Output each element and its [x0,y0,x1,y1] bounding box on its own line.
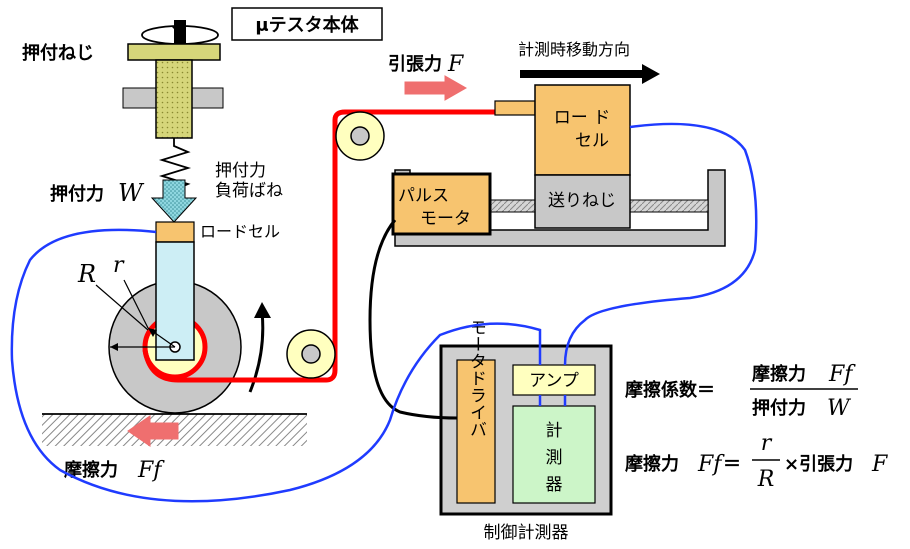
feed-screw-label: 送りねじ [548,191,616,211]
right-load-cell-tip [494,100,536,116]
formula1-numerator: 摩擦力 [752,363,806,385]
meter-box [512,405,596,504]
formula2-left: 摩擦力 [625,453,679,475]
pull-wire [142,109,495,383]
formula2-numerator: r [761,431,773,456]
right-load-cell-label-1: ロー ド [554,108,610,128]
radius-r-leader [123,279,149,329]
radius-R-leader [95,284,149,331]
formula2-equals: ＝ [723,454,741,475]
radius-r-label: r [113,253,125,278]
right-load-cell [534,84,631,176]
radius-R-label: R [77,260,96,288]
formula1-denominator-symbol: W [827,396,852,421]
right-load-cell-cable [563,122,758,366]
move-direction-arrow-icon [520,64,660,84]
formula2-denominator: R [757,467,775,492]
meter-label-2: 測 [546,448,563,468]
pulse-motor [391,172,492,236]
pull-force-label: 引張力 [388,54,442,75]
formula1-numerator-symbol: Ff [828,362,856,387]
title-label: μテスタ本体 [255,14,359,36]
left-load-cell-label: ロードセル [200,222,280,241]
press-force-symbol: W [118,179,145,207]
formula1-denominator: 押付力 [752,397,806,419]
motor-driver-label: モータドライバ [466,319,486,438]
friction-coefficient-formula: 摩擦係数＝ 摩擦力 Ff 押付力 W [625,362,858,421]
move-direction-label: 計測時移動方向 [518,40,630,59]
screw-body [155,59,193,139]
right-load-cell-label-2: セル [575,131,609,151]
motor-driver [456,359,496,504]
press-spring-label-1: 押付力 [215,161,266,181]
controller-label: 制御計測器 [484,523,569,543]
load-column [155,241,195,361]
formula1-left: 摩擦係数＝ [625,379,715,401]
pulse-motor-label-1: パルス [398,186,449,206]
meter-label-1: 計 [546,421,563,441]
formula2-right-symbol: F [871,452,888,477]
left-load-cell-cable [10,228,542,503]
formula2-left-symbol: Ff [697,452,725,477]
wheel-rotation-arrow-icon [248,311,265,393]
title-box [231,7,383,41]
feed-nut-block [534,174,631,229]
amp-label: アンプ [529,371,579,391]
press-force-arrow-icon [150,179,198,223]
screw-shaft [174,20,186,44]
pulse-motor-label-2: モータ [420,209,471,229]
friction-force-formula: 摩擦力 Ff ＝ r R ×引張力 F [625,431,888,492]
press-screw-label: 押付ねじ [22,42,94,64]
meter-label-3: 器 [546,475,563,495]
amp-box [512,364,596,396]
formula2-right: ×引張力 [784,454,853,475]
friction-force-symbol: Ff [137,458,165,483]
friction-force-label: 摩擦力 [64,459,118,481]
pull-force-symbol: F [447,52,464,77]
left-load-cell [155,221,195,243]
friction-force-arrow-icon [127,415,179,447]
press-spring-label-2: 負荷ばね [215,181,283,201]
press-force-label: 押付力 [50,183,104,205]
screw-head [127,43,221,61]
motor-cable [368,219,458,420]
pull-force-arrow-icon [404,75,468,101]
